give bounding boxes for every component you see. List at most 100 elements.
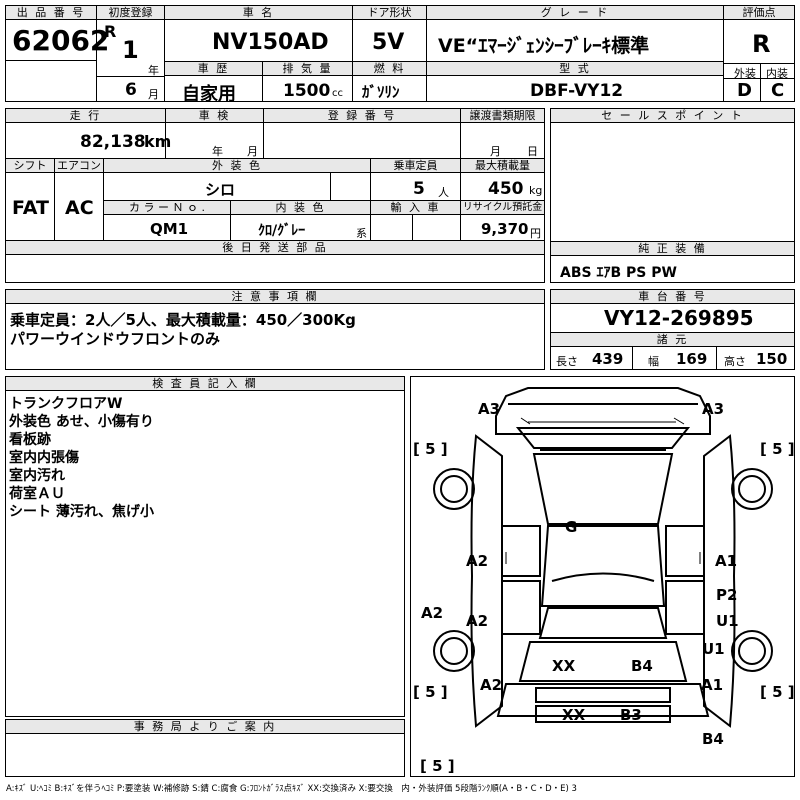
car-name-label: 車 名 [165, 6, 352, 20]
chassis-label: 車 台 番 号 [551, 290, 794, 304]
height: 150 [756, 350, 788, 368]
mark-b3-rear-bumper: B3 [620, 706, 642, 724]
car-history: 自家用 [182, 84, 236, 105]
mark-u1-right-side: U1 [702, 640, 725, 658]
score: R [752, 30, 771, 58]
office-label: 事 務 局 よ り ご 案 内 [6, 720, 404, 734]
fuel: ｶﾞｿﾘﾝ [362, 83, 400, 101]
transfer-day-unit: 日 [527, 145, 538, 158]
model: DBF-VY12 [530, 81, 624, 101]
recycle-fee: 9,370 [481, 220, 529, 238]
aircon: AC [65, 197, 94, 219]
legend: A:ｷｽﾞ U:ﾍｺﾐ B:ｷｽﾞを伴うﾍｺﾐ P:要塗装 W:補修跡 S:錆 … [6, 784, 577, 794]
era: R [104, 22, 117, 41]
chassis-box [550, 289, 795, 370]
recycle-unit: 円 [530, 227, 541, 240]
interior-grade: C [771, 80, 785, 101]
grade-label: グ レ ー ド [427, 6, 723, 20]
inspector-line-3: 看板跡 [9, 432, 51, 448]
genuine-equipment: ABS ｴｱB PS PW [560, 265, 677, 281]
year-unit: 年 [148, 64, 159, 77]
ac-label: エアコン [55, 159, 103, 173]
transfer-month-unit: 月 [490, 145, 501, 158]
inspector-line-7: シート 薄汚れ、焦げ小 [9, 504, 155, 520]
mark-b4-rear: B4 [702, 730, 724, 748]
exterior-label: 外装 [734, 67, 756, 80]
max-load-label: 最大積載量 [461, 159, 544, 173]
inspector-line-1: トランクフロアW [9, 396, 123, 412]
import-label: 輸 入 車 [371, 201, 460, 215]
history-label: 車 歴 [165, 62, 262, 76]
mark-a3-left: A3 [478, 400, 501, 418]
inspector-line-6: 荷室ＡＵ [9, 486, 65, 502]
exterior-grade: D [737, 80, 752, 101]
mark-a2-left-side: A2 [421, 604, 444, 622]
color-no-label: カ ラ ー Ｎ ｏ . [104, 201, 230, 215]
mark-5-rear-bottom: [ 5 ] [420, 757, 455, 775]
color-label: 外 装 色 [104, 159, 370, 173]
interior-color-suffix: 系 [356, 227, 367, 240]
height-label: 高さ [724, 355, 746, 368]
color-no: QM1 [150, 220, 189, 238]
chassis-number: VY12-269895 [604, 306, 754, 330]
shift-label: シフト [6, 159, 54, 173]
mark-a2-rear-left: A2 [480, 676, 503, 694]
displacement: 1500 [283, 81, 331, 101]
mark-u1-rear-door: U1 [716, 612, 739, 630]
mark-a2-left-door: A2 [466, 552, 489, 570]
model-label: 型 式 [427, 62, 723, 76]
genuine-label: 純 正 装 備 [551, 242, 794, 256]
mark-g: G [565, 518, 578, 536]
max-load-unit: kg [529, 184, 543, 197]
caution-label: 注 意 事 項 欄 [6, 290, 544, 304]
mark-b4-rear-deck: B4 [631, 657, 653, 675]
grade: VE“ｴﾏｰｼﾞｪﾝｼｰﾌﾞﾚｰｷ標準 [438, 35, 650, 57]
month-unit: 月 [148, 88, 159, 101]
mark-5-rear-left: [ 5 ] [413, 683, 448, 701]
first-reg-label: 初度登録 [97, 6, 164, 20]
car-name: NV150AD [212, 30, 329, 55]
caution-line-1: 乗車定員：2人／5人、最大積載量：450／300Kg [10, 311, 356, 329]
dims-label: 諸 元 [551, 333, 794, 347]
transfer-label: 譲渡書類期限 [461, 109, 544, 123]
displacement-unit: cc [332, 88, 343, 99]
mark-a1-right-door: A1 [715, 552, 738, 570]
details-block [5, 108, 545, 283]
mileage: 82,138 [80, 132, 146, 152]
inspector-label: 検 査 員 記 入 欄 [6, 377, 404, 391]
car-diagram [433, 387, 773, 728]
capacity: 5 [413, 179, 425, 199]
inspection-month-unit: 月 [247, 145, 258, 158]
mark-a3-right: A3 [702, 400, 725, 418]
mark-5-front-right: [ 5 ] [760, 440, 795, 458]
inspector-line-2: 外装色 あせ、小傷有り [9, 414, 154, 430]
max-load: 450 [488, 179, 524, 199]
later-parts-label: 後 日 発 送 部 品 [6, 241, 544, 255]
displacement-label: 排 気 量 [263, 62, 352, 76]
door-type: 5V [372, 30, 405, 55]
office-box [5, 719, 405, 777]
capacity-unit: 人 [438, 186, 449, 199]
score-label: 評価点 [724, 6, 794, 20]
interior-color: ｸﾛ/ｸﾞﾚｰ [258, 223, 306, 239]
reg-month: 6 [125, 80, 137, 100]
header-block [5, 5, 795, 102]
mark-xx-rear-bumper: XX [562, 706, 586, 724]
inspection-label: 車 検 [166, 109, 263, 123]
inspection-year-unit: 年 [212, 145, 223, 158]
lot-no-label: 出 品 番 号 [6, 6, 96, 20]
lot-no: 62062 [12, 24, 110, 57]
mark-a1-rear-right: A1 [701, 676, 724, 694]
capacity-label: 乗車定員 [371, 159, 460, 173]
inspector-line-5: 室内汚れ [9, 468, 65, 484]
mark-a2-left-rear-door: A2 [466, 612, 489, 630]
fuel-label: 燃 料 [353, 62, 426, 76]
mileage-label: 走 行 [6, 109, 165, 123]
inspector-line-4: 室内内張傷 [9, 450, 79, 466]
recycle-label: リサイクル預託金 [461, 201, 544, 215]
car-diagram-box [410, 376, 795, 777]
mark-p2: P2 [716, 586, 738, 604]
mark-xx-rear-deck: XX [552, 657, 576, 675]
length-label: 長さ [556, 355, 578, 368]
mileage-unit: km [144, 132, 172, 151]
